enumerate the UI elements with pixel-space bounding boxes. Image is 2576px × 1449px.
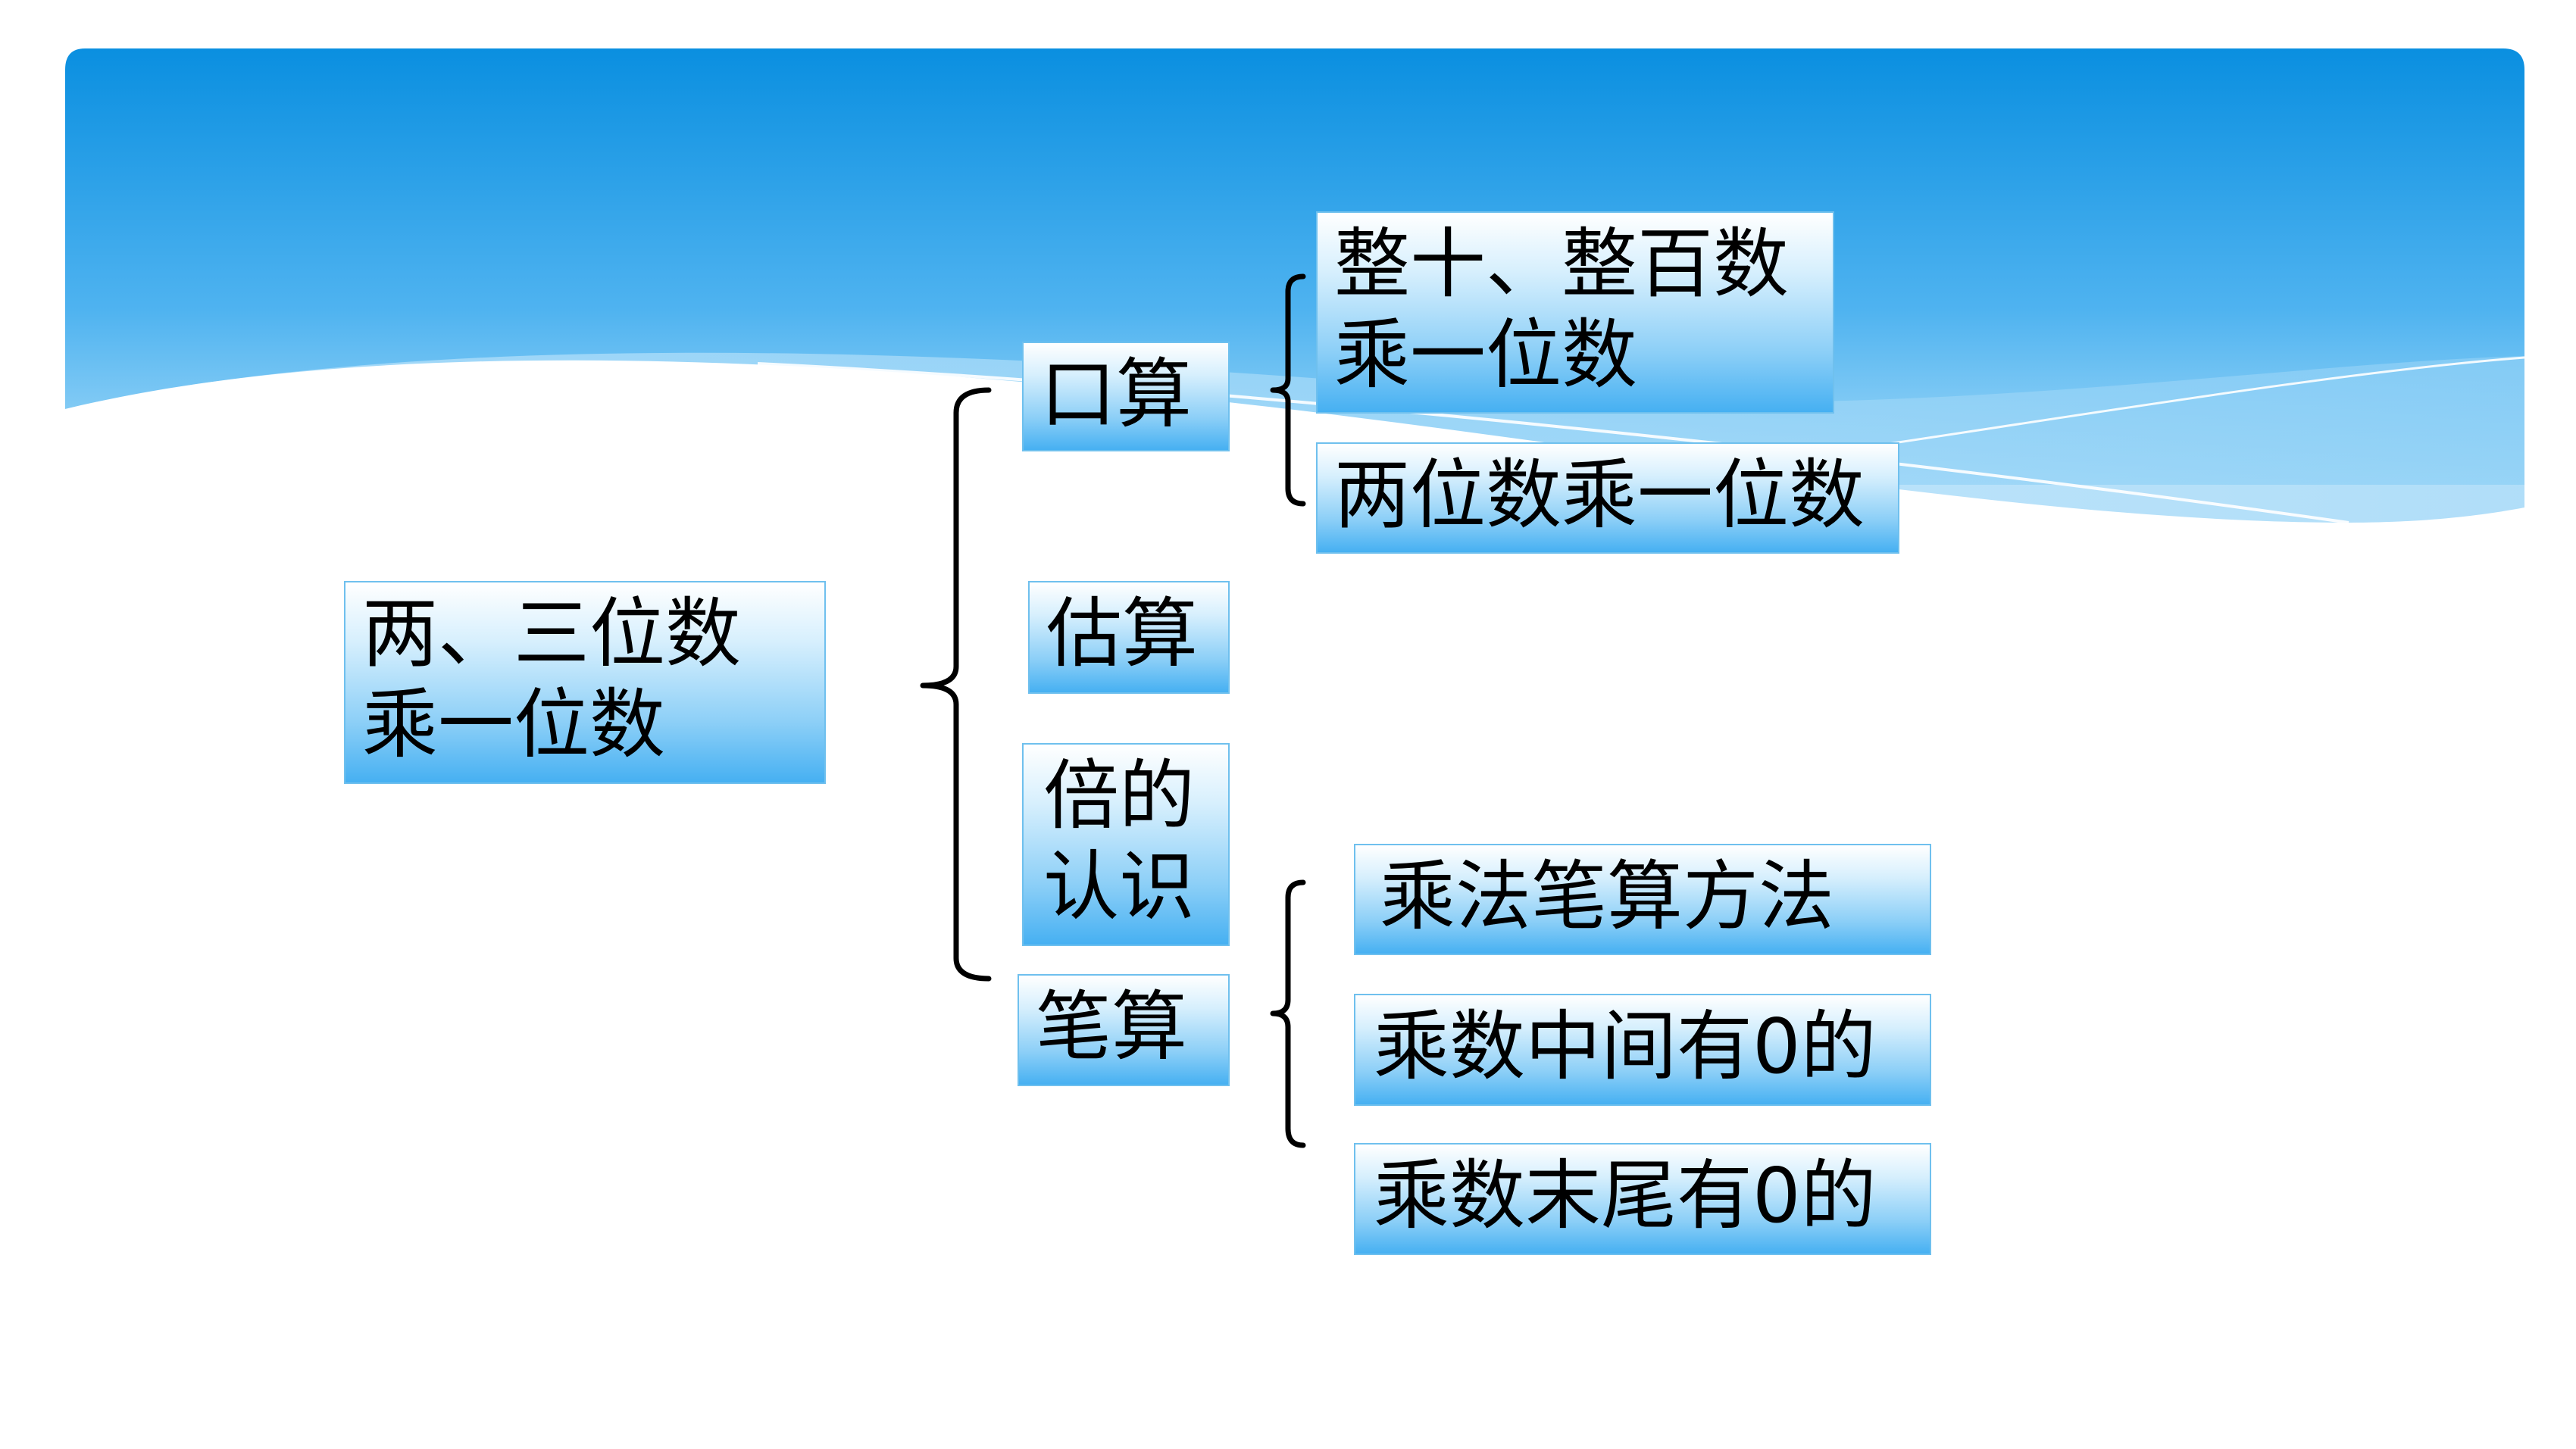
written-bracket [1270,879,1306,1148]
branch-times-concept: 倍的 认识 [1022,743,1230,946]
banner-wave-line-2 [1818,356,2525,456]
branch-oral-calc: 口算 [1022,342,1230,451]
banner-wave-white [65,360,2524,576]
banner-left-edge [0,0,65,576]
header-banner [0,0,2576,576]
written-child-zero-end: 乘数末尾有0的 [1354,1143,1931,1255]
banner-wave-line-1 [757,362,2349,524]
main-bracket [920,387,992,982]
oral-child-two-digit: 两位数乘一位数 [1316,442,1899,554]
branch-written-calc: 笔算 [1018,974,1230,1086]
banner-right-edge [2524,0,2576,576]
oral-child-tens-hundreds: 整十、整百数 乘一位数 [1316,211,1834,414]
written-child-zero-middle: 乘数中间有0的 [1354,994,1931,1106]
written-child-method: 乘法笔算方法 [1354,844,1931,955]
branch-estimation: 估算 [1028,581,1230,694]
root-node: 两、三位数 乘一位数 [344,581,826,784]
oral-bracket [1270,273,1306,507]
